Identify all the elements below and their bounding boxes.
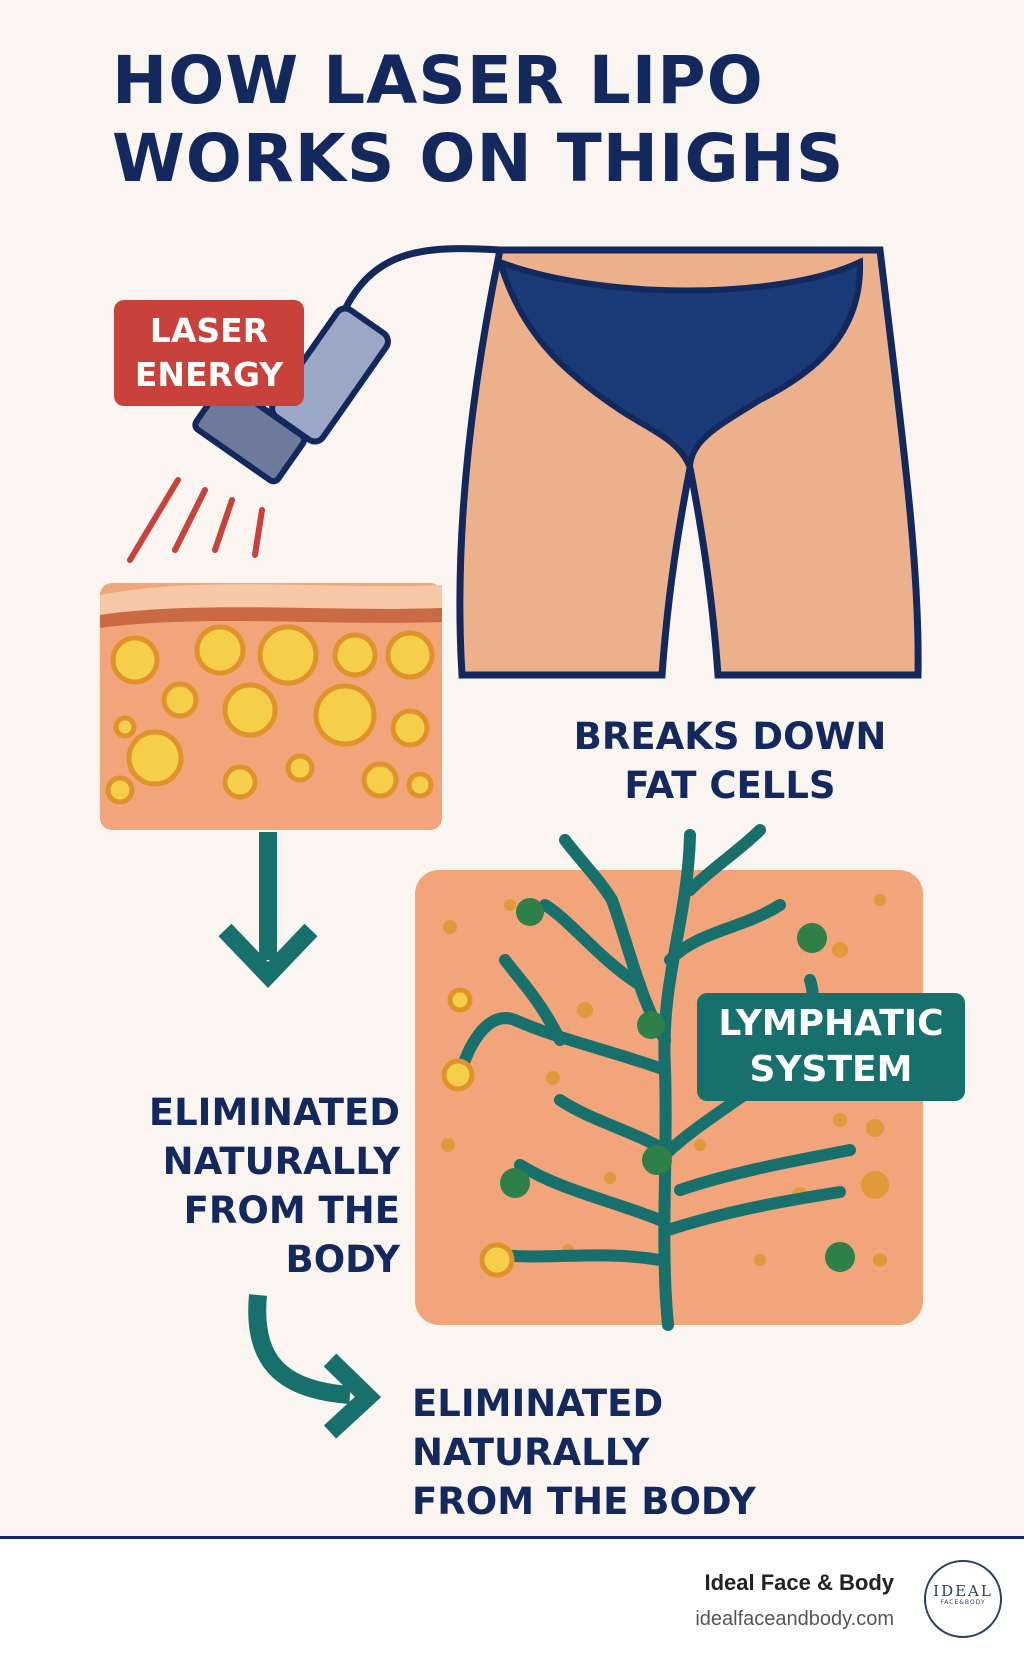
footer-divider [0,1536,1024,1539]
eliminated-bottom-label: ELIMINATED NATURALLY FROM THE BODY [412,1379,832,1526]
eliminated-left-label: ELIMINATED NATURALLY FROM THE BODY [60,1088,400,1284]
laser-beams [127,477,265,563]
lymphatic-panel [415,824,923,1331]
laser-badge-line-2: ENERGY [134,355,284,394]
brand-logo: IDEAL FACE&BODY [924,1560,1002,1638]
title-line-2: WORKS ON THIGHS [112,120,845,197]
title-line-1: HOW LASER LIPO [112,42,764,119]
lymph-badge-line-1: LYMPHATIC [718,1003,944,1044]
logo-subtext: FACE&BODY [940,1599,986,1606]
elim-left-line-3: FROM THE [183,1189,400,1232]
fat-tissue-illustration [100,583,442,830]
breaks-down-label: BREAKS DOWN FAT CELLS [540,712,920,810]
elim-bottom-line-2: NATURALLY [412,1431,650,1474]
illustration [100,245,923,1439]
elim-bottom-line-1: ELIMINATED [412,1382,664,1425]
lymphatic-system-badge: LYMPHATIC SYSTEM [697,993,965,1101]
thighs-illustration [456,246,922,679]
laser-badge-line-1: LASER [149,311,269,350]
laser-energy-badge: LASER ENERGY [114,300,304,406]
breaks-line-1: BREAKS DOWN [573,715,887,758]
breaks-line-2: FAT CELLS [624,764,836,807]
elim-left-line-1: ELIMINATED [148,1091,400,1134]
footer [0,1539,1024,1666]
lymph-badge-line-2: SYSTEM [749,1049,913,1090]
page-title: HOW LASER LIPO WORKS ON THIGHS [112,42,844,198]
elim-left-line-4: BODY [285,1238,400,1281]
laser-handpiece-icon [192,245,501,485]
down-arrow-icon [218,832,318,989]
brand-name: Ideal Face & Body [704,1570,894,1595]
brand-url[interactable]: idealfaceandbody.com [695,1608,894,1630]
elim-bottom-line-3: FROM THE BODY [412,1480,756,1523]
curved-arrow-icon [248,1294,382,1439]
elim-left-line-2: NATURALLY [162,1140,400,1183]
logo-text: IDEAL [933,1582,993,1600]
